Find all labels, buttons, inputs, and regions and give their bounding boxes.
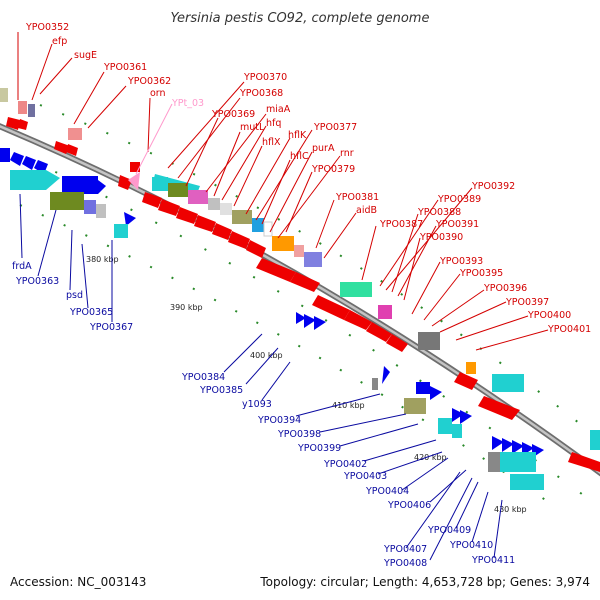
gene-label: YPO0396 bbox=[483, 283, 527, 294]
forward-gene-labels bbox=[17, 32, 549, 351]
gene-label: YPO0369 bbox=[211, 109, 255, 120]
gene-label: YPO0385 bbox=[199, 385, 243, 396]
gene-label: YPO0397 bbox=[505, 297, 549, 308]
gene-label: YPO0395 bbox=[459, 268, 503, 279]
gene-label: YPO0406 bbox=[387, 500, 431, 511]
gene-label: YPO0403 bbox=[343, 471, 387, 482]
tick-label: 410 kbp bbox=[332, 401, 365, 410]
gene-label: YPO0404 bbox=[365, 486, 409, 497]
reverse-strand-features bbox=[0, 148, 544, 490]
gene-label: YPO0388 bbox=[417, 207, 461, 218]
gene-label: rnr bbox=[340, 148, 354, 159]
gene-label: YPO0384 bbox=[181, 372, 225, 383]
gene-label: aidB bbox=[356, 205, 377, 216]
accession-text: Accession: NC_003143 bbox=[10, 575, 146, 589]
gene-label: YPO0410 bbox=[449, 540, 493, 551]
gene-label: YPO0365 bbox=[69, 307, 113, 318]
gene-label: YPO0402 bbox=[323, 459, 367, 470]
gene-label: YPO0352 bbox=[25, 22, 69, 33]
gene-label: hflX bbox=[262, 137, 281, 148]
gene-label: YPO0368 bbox=[239, 88, 283, 99]
gene-label: miaA bbox=[266, 104, 291, 115]
gene-label: YPO0381 bbox=[335, 192, 379, 203]
gene-label: YPO0409 bbox=[427, 525, 471, 536]
gene-label: YPO0379 bbox=[311, 164, 355, 175]
tick-label: 390 kbp bbox=[170, 303, 203, 312]
tick-label: 420 kbp bbox=[414, 453, 447, 462]
gene-label: efp bbox=[52, 36, 67, 47]
tick-label: 400 kbp bbox=[250, 351, 283, 360]
gene-label: y1093 bbox=[242, 399, 272, 410]
topology-text: Topology: circular; Length: 4,653,728 bp… bbox=[259, 575, 590, 589]
gene-label: YPO0390 bbox=[419, 232, 463, 243]
gene-label: YPO0398 bbox=[277, 429, 321, 440]
forward-strand-features bbox=[0, 88, 600, 472]
coordinate-ticks: 380 kbp 390 kbp 400 kbp 410 kbp 420 kbp … bbox=[86, 255, 527, 514]
gene-label: hflC bbox=[290, 151, 309, 162]
reverse-gene-label-lines bbox=[19, 193, 503, 561]
gene-label: YPO0408 bbox=[383, 558, 427, 569]
gene-label: YPO0370 bbox=[243, 72, 287, 83]
trna-label: YPt_03 bbox=[135, 98, 204, 175]
gene-label: YPO0394 bbox=[257, 415, 301, 426]
gene-label: orn bbox=[150, 88, 166, 99]
gene-label: purA bbox=[312, 143, 335, 154]
track-guides bbox=[19, 104, 600, 511]
gene-label: hflK bbox=[288, 130, 307, 141]
gene-label: YPO0389 bbox=[437, 194, 481, 205]
tick-label: 430 kbp bbox=[494, 505, 527, 514]
gene-label: YPO0401 bbox=[547, 324, 591, 335]
gene-label: YPO0363 bbox=[15, 276, 59, 287]
trna-label-text: YPt_03 bbox=[171, 98, 204, 109]
gene-label: YPO0392 bbox=[471, 181, 515, 192]
forward-gene-label-texts: YPO0352 efp sugE YPO0361 YPO0362 orn YPO… bbox=[25, 22, 591, 335]
gene-label: YPO0362 bbox=[127, 76, 171, 87]
gene-label: mutL bbox=[240, 122, 265, 133]
map-title: Yersinia pestis CO92, complete genome bbox=[171, 11, 430, 26]
gene-label: YPO0411 bbox=[471, 555, 515, 566]
gene-label: psd bbox=[66, 290, 83, 301]
gene-label: YPO0407 bbox=[383, 544, 427, 555]
gene-label: YPO0367 bbox=[89, 322, 133, 333]
gene-label: YPO0377 bbox=[313, 122, 357, 133]
gene-label: sugE bbox=[74, 50, 97, 61]
gene-label: frdA bbox=[12, 261, 32, 272]
gene-label: YPO0387 bbox=[379, 219, 423, 230]
gene-label: YPO0391 bbox=[435, 219, 479, 230]
gene-label: YPO0399 bbox=[297, 443, 341, 454]
reverse-gene-label-texts: frdA YPO0363 psd YPO0365 YPO0367 YPO0384… bbox=[12, 261, 515, 569]
gene-label: YPO0361 bbox=[103, 62, 147, 73]
tick-label: 380 kbp bbox=[86, 255, 119, 264]
gene-label: hfq bbox=[266, 118, 281, 129]
gene-label: YPO0393 bbox=[439, 256, 483, 267]
trna-feature bbox=[128, 172, 140, 190]
gene-label: YPO0400 bbox=[527, 310, 571, 321]
